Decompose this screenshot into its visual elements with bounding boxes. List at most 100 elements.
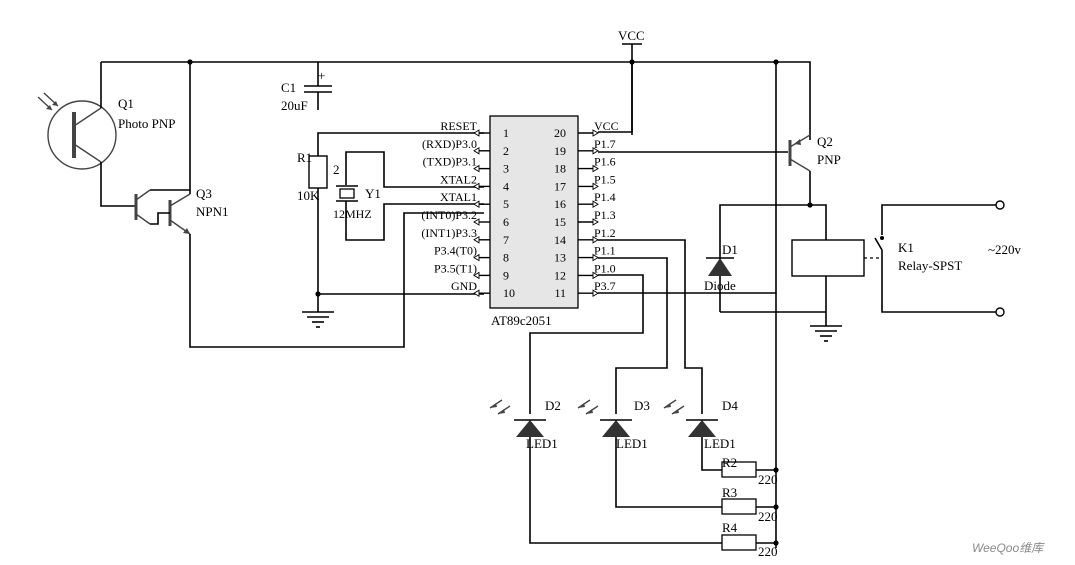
watermark: WeeQoo维库 bbox=[972, 541, 1045, 555]
r1-ref: R1 bbox=[297, 150, 312, 165]
mcu-pin-name: XTAL1 bbox=[440, 190, 477, 204]
d2-led: D2 LED1 bbox=[489, 398, 722, 544]
mcu-pin-left: (INT1)P3.3 7 bbox=[421, 226, 509, 247]
d2-light-icon bbox=[489, 399, 511, 415]
c1-polarity: + bbox=[318, 68, 325, 83]
terminal-bottom-icon bbox=[995, 307, 1005, 317]
mcu-pin-name: RESET bbox=[440, 119, 477, 133]
led-resistors: R2 220 R3 220 R4 220 bbox=[721, 293, 779, 559]
k1-ref: K1 bbox=[898, 240, 914, 255]
mcu-pin-name: VCC bbox=[594, 119, 619, 133]
mcu-pin-number: 3 bbox=[503, 162, 509, 176]
mcu-pin-number: 19 bbox=[554, 144, 566, 158]
d3-ref: D3 bbox=[634, 398, 650, 413]
c1-ref: C1 bbox=[281, 80, 296, 95]
relay-coil-network: D1 Diode bbox=[704, 202, 865, 326]
k1-value: Relay-SPST bbox=[898, 258, 962, 273]
mcu-pin-left: (TXD)P3.1 3 bbox=[423, 155, 509, 176]
y1-pin-mark: 2 bbox=[333, 162, 340, 177]
q3-ref: Q3 bbox=[196, 186, 212, 201]
mcu-pin-name: (RXD)P3.0 bbox=[422, 137, 477, 151]
mcu-pin-right: P3.711 bbox=[554, 279, 615, 300]
mcu-pin-name: P1.2 bbox=[594, 226, 616, 240]
r1-value: 10K bbox=[297, 188, 320, 203]
mcu-pin-name: P1.5 bbox=[594, 172, 616, 186]
mcu-pin-right: P1.5 17 bbox=[554, 172, 616, 193]
vcc-rail: VCC bbox=[101, 28, 811, 140]
q2-value: PNP bbox=[817, 152, 841, 167]
ground-left-icon bbox=[302, 311, 334, 328]
mcu-pin-number: 15 bbox=[554, 215, 566, 229]
d3-led: D3 LED1 bbox=[577, 398, 722, 508]
mcu-pin-name: P1.0 bbox=[594, 261, 616, 275]
q3-value: NPN1 bbox=[196, 204, 229, 219]
y1-value: 12MHZ bbox=[333, 207, 372, 221]
mcu-pin-number: 7 bbox=[503, 233, 509, 247]
mcu-pin-number: 16 bbox=[554, 197, 566, 211]
mcu-pin-number: 14 bbox=[554, 233, 566, 247]
r4-value: 220 bbox=[758, 544, 778, 559]
mcu-pin-name: (TXD)P3.1 bbox=[423, 155, 477, 169]
r3-ref: R3 bbox=[722, 485, 737, 500]
r3-value: 220 bbox=[758, 509, 778, 524]
mcu-pin-number: 18 bbox=[554, 162, 566, 176]
mcu-pin-number: 6 bbox=[503, 215, 509, 229]
r2-ref: R2 bbox=[722, 455, 737, 470]
mcu-pin-name: P1.4 bbox=[594, 190, 616, 204]
q1-value: Photo PNP bbox=[118, 116, 175, 131]
q1-ref: Q1 bbox=[118, 96, 134, 111]
y1-crystal: 2 Y1 12MHZ bbox=[333, 151, 484, 241]
mcu-pin-name: (INT0)P3.2 bbox=[421, 208, 477, 222]
mcu-pin-name: P1.3 bbox=[594, 208, 616, 222]
mcu-pin-right: VCC 20 bbox=[554, 119, 619, 140]
vcc-label: VCC bbox=[618, 28, 645, 43]
ground-right-icon bbox=[810, 325, 842, 342]
terminal-top-icon bbox=[995, 200, 1005, 210]
mcu-pin-number: 9 bbox=[503, 268, 509, 282]
mcu-pin-number: 8 bbox=[503, 251, 509, 265]
d4-light-icon bbox=[663, 399, 685, 415]
mcu-pin-left: P3.4(T0)8 bbox=[434, 244, 509, 265]
mcu-pin-right: P1.113 bbox=[554, 244, 616, 265]
mcu-name: AT89c2051 bbox=[491, 313, 552, 328]
vcc-pin-wire bbox=[598, 62, 633, 133]
q2-transistor: Q2 PNP bbox=[598, 134, 841, 205]
mcu-pin-number: 17 bbox=[554, 179, 566, 193]
r4-ref: R4 bbox=[722, 520, 738, 535]
mcu-pin-name: (INT1)P3.3 bbox=[421, 226, 477, 240]
y1-ref: Y1 bbox=[365, 186, 381, 201]
mcu-pin-right: P1.7 19 bbox=[554, 137, 616, 158]
light-arrows-icon bbox=[37, 92, 59, 111]
mcu-pin-number: 1 bbox=[503, 126, 509, 140]
d2-value: LED1 bbox=[526, 436, 558, 451]
mcu-pin-right: P1.618 bbox=[554, 155, 616, 176]
mcu-pin-left: (INT0)P3.2 6 bbox=[421, 208, 509, 229]
mcu-pin-left: RESET 1 bbox=[440, 119, 509, 140]
k1-relay-switch: K1 Relay-SPST ~220v bbox=[864, 200, 1022, 317]
mcu-pin-number: 12 bbox=[554, 268, 566, 282]
d4-led: D4 LED1 bbox=[663, 398, 738, 471]
c1-value: 20uF bbox=[281, 98, 308, 113]
r2-value: 220 bbox=[758, 472, 778, 487]
d3-value: LED1 bbox=[616, 436, 648, 451]
mcu-pin-name: P1.7 bbox=[594, 137, 616, 151]
mcu-pin-name: GND bbox=[451, 279, 477, 293]
q2-ref: Q2 bbox=[817, 134, 833, 149]
mcu-pin-right: P1.2 14 bbox=[554, 226, 616, 247]
mcu-pin-right: P1.0 12 bbox=[554, 261, 616, 282]
k1-load: ~220v bbox=[988, 242, 1022, 257]
mcu-pin-right: P1.3 15 bbox=[554, 208, 616, 229]
mcu-pin-left: GND 10 bbox=[451, 279, 515, 300]
mcu-pin-number: 20 bbox=[554, 126, 566, 140]
mcu-pin-number: 10 bbox=[503, 286, 515, 300]
mcu-pin-number: 4 bbox=[503, 179, 509, 193]
d3-light-icon bbox=[577, 399, 599, 415]
